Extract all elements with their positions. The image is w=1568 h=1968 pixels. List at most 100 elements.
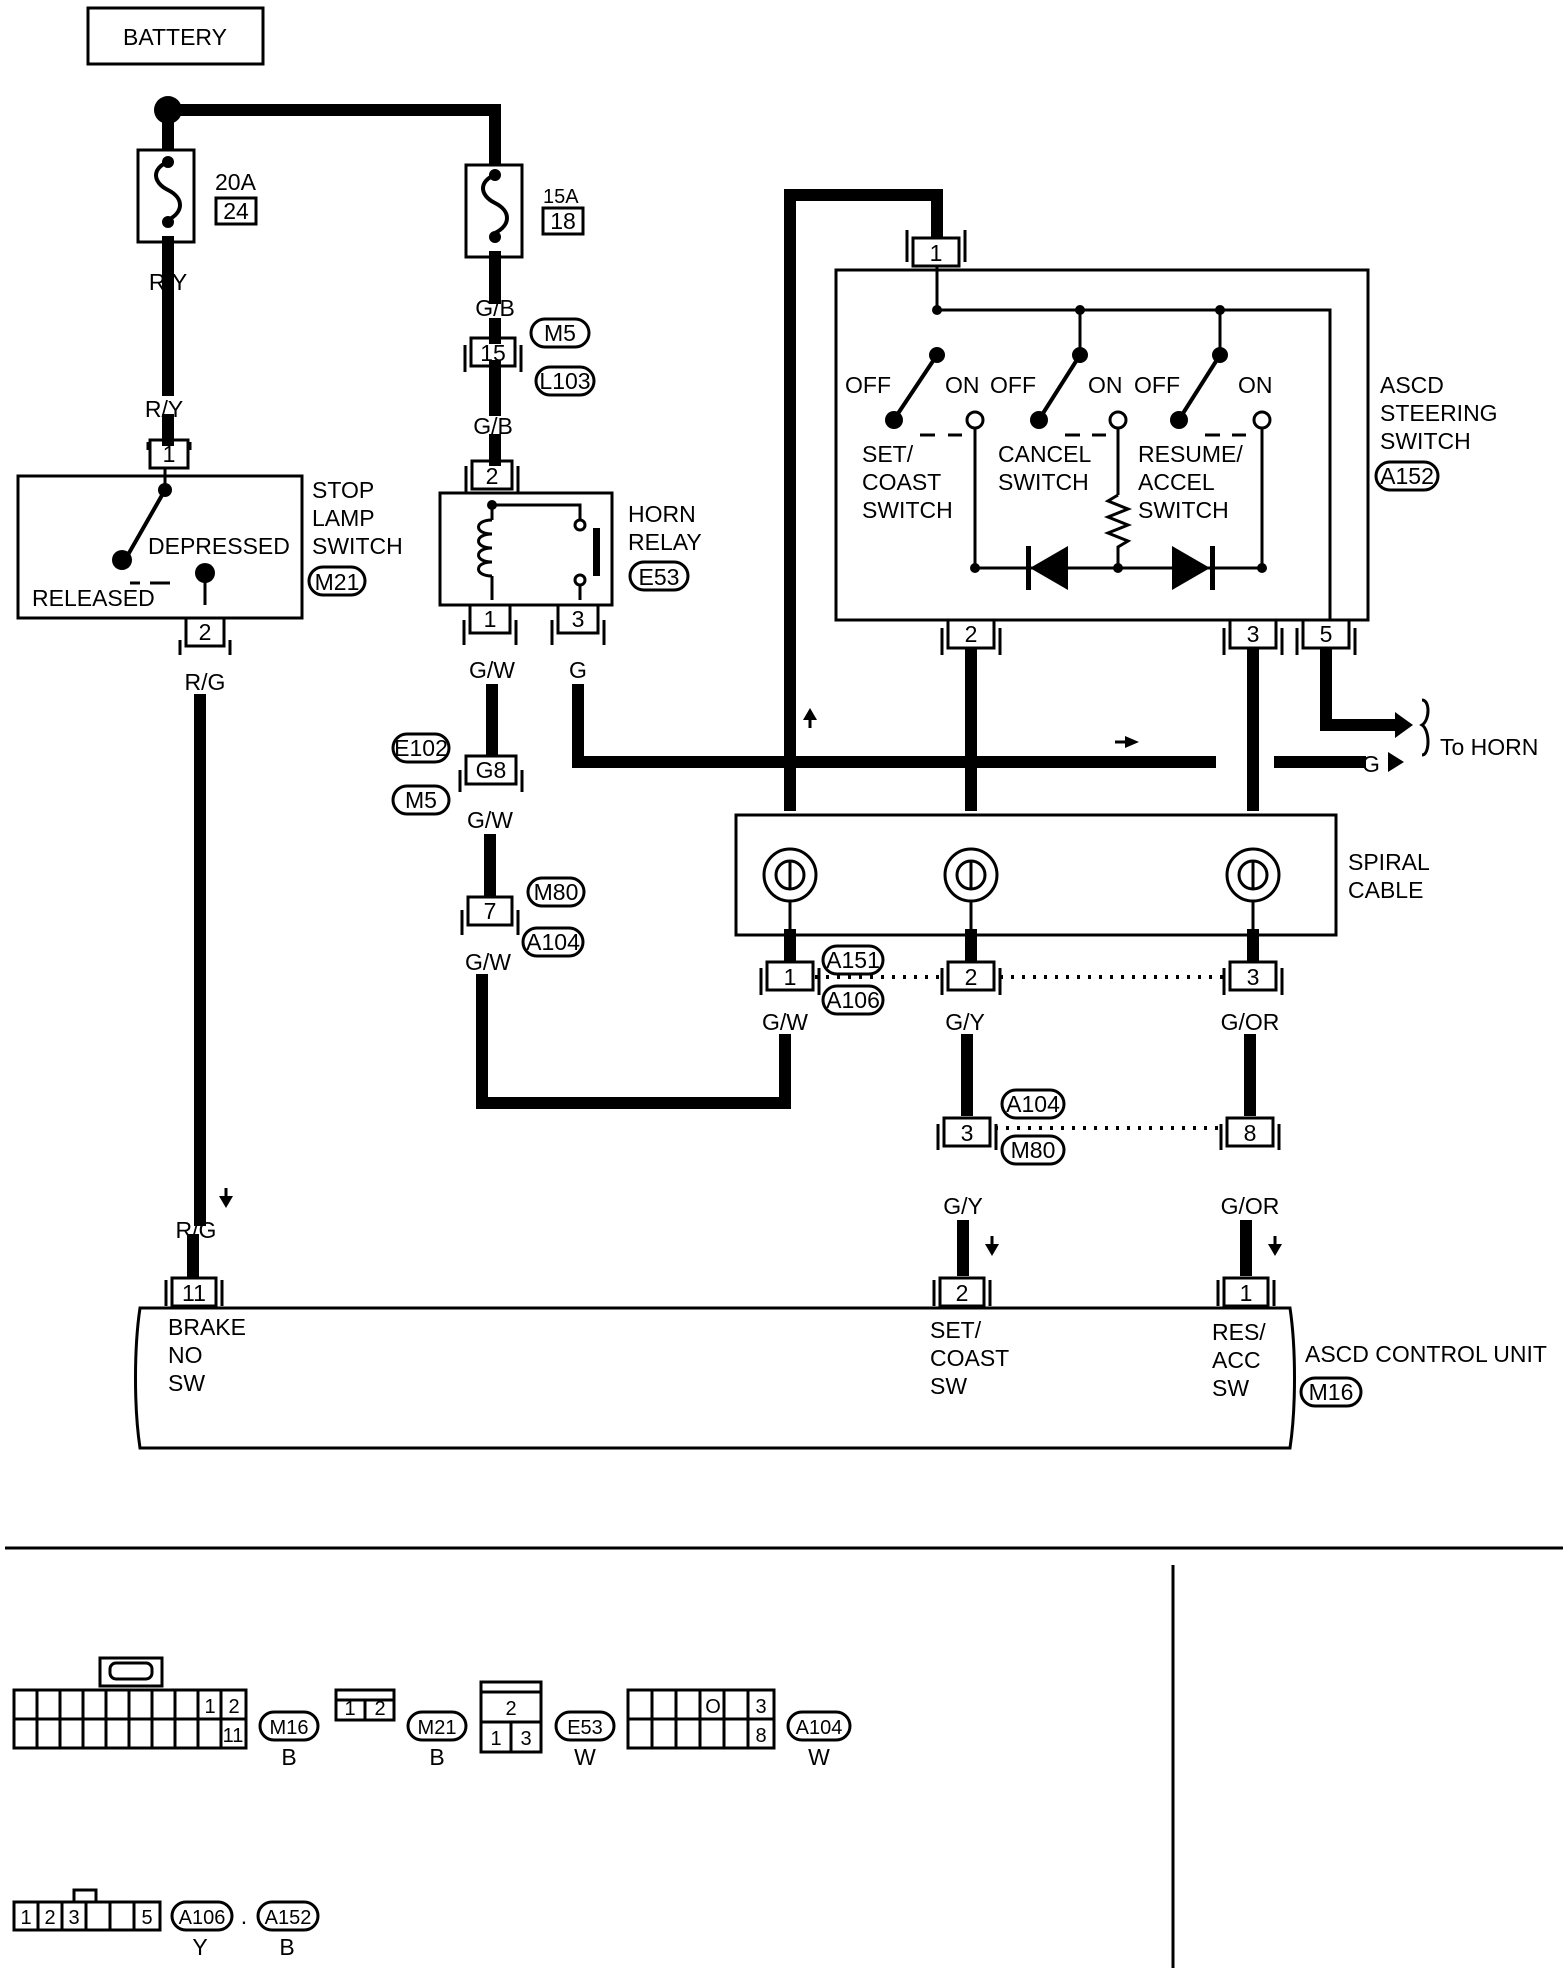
svg-text:A104: A104 [796, 1717, 843, 1739]
fuse-15a: 15A 18 [464, 163, 585, 259]
svg-text:SW: SW [168, 1370, 205, 1396]
svg-text:Y: Y [192, 1934, 207, 1960]
svg-text:OFF: OFF [845, 372, 891, 398]
svg-text:1: 1 [20, 1907, 31, 1929]
svg-text:O: O [705, 1696, 721, 1718]
pin-7: 7 [460, 895, 520, 935]
svg-text:2: 2 [228, 1696, 239, 1718]
legend-a106-a152: 1 2 3 5 A106 Y . A152 B [12, 1888, 320, 1960]
svg-text:M21: M21 [418, 1717, 457, 1739]
svg-text:G/W: G/W [762, 1009, 808, 1035]
pin-c11: 11 [164, 1276, 224, 1308]
svg-text:2: 2 [956, 1280, 969, 1306]
svg-text:R/Y: R/Y [149, 269, 187, 295]
svg-text:R/G: R/G [185, 669, 226, 695]
svg-text:1: 1 [1240, 1280, 1253, 1306]
pin-horn-1: 1 [462, 603, 518, 645]
svg-text:L103: L103 [539, 368, 590, 394]
svg-text:OFF: OFF [990, 372, 1036, 398]
svg-text:E53: E53 [639, 564, 680, 590]
pin-stop-1: 1 [146, 438, 192, 470]
svg-text:G/W: G/W [469, 657, 515, 683]
svg-text:A104: A104 [1006, 1091, 1060, 1117]
svg-text:BATTERY: BATTERY [123, 24, 227, 50]
svg-text:LAMP: LAMP [312, 505, 375, 531]
svg-text:1: 1 [784, 964, 797, 990]
pin-sw-5: 5 [1295, 618, 1357, 655]
pin-sp-1: 1 [759, 960, 821, 995]
wire-gw-return [476, 974, 791, 1109]
svg-text:1: 1 [930, 240, 943, 266]
svg-text:15A: 15A [543, 186, 579, 208]
svg-text:11: 11 [182, 1280, 206, 1306]
svg-text:COAST: COAST [930, 1345, 1009, 1371]
wire-to-horn [1320, 649, 1401, 731]
svg-text:E102: E102 [394, 735, 448, 761]
svg-text:G: G [569, 657, 587, 683]
pin-c1: 1 [1216, 1276, 1276, 1308]
svg-text:1: 1 [490, 1728, 501, 1750]
svg-text:2: 2 [44, 1907, 55, 1929]
pin-j8: 8 [1219, 1116, 1281, 1150]
svg-text:SWITCH: SWITCH [1380, 428, 1471, 454]
svg-text:3: 3 [1247, 621, 1260, 647]
svg-text:COAST: COAST [862, 469, 941, 495]
svg-text:G/W: G/W [467, 807, 513, 833]
battery: BATTERY [86, 6, 265, 66]
svg-text:A152: A152 [1380, 463, 1434, 489]
svg-text:M80: M80 [534, 879, 579, 905]
svg-text:A104: A104 [526, 929, 580, 955]
svg-text:1: 1 [344, 1698, 355, 1720]
svg-text:M5: M5 [405, 787, 437, 813]
conn-a104 [521, 926, 585, 958]
svg-text:NO: NO [168, 1342, 203, 1368]
spiral-cable: SPIRAL CABLE [734, 813, 1430, 937]
svg-text:7: 7 [484, 898, 497, 924]
svg-text:B: B [429, 1744, 444, 1770]
svg-text:ON: ON [1088, 372, 1123, 398]
svg-text:SPIRAL: SPIRAL [1348, 849, 1430, 875]
svg-text:SWITCH: SWITCH [862, 497, 953, 523]
svg-text:1: 1 [484, 606, 497, 632]
svg-text:BRAKE: BRAKE [168, 1314, 246, 1340]
legend-e53: 2 1 3 E53 W [479, 1680, 616, 1770]
svg-text:3: 3 [572, 606, 585, 632]
svg-text:To HORN: To HORN [1440, 734, 1538, 760]
svg-text:SET/: SET/ [862, 441, 914, 467]
stop-lamp-switch: DEPRESSED RELEASED STOP LAMP SWITCH M21 [16, 468, 403, 620]
conn-a106 [821, 984, 885, 1016]
conn-m80b [1000, 1134, 1066, 1166]
ascd-steering-switch: OFF ON OFF ON OFF ON SET/ COAST SWITCH C… [834, 266, 1498, 632]
svg-text:11: 11 [223, 1725, 244, 1747]
svg-text:SWITCH: SWITCH [998, 469, 1089, 495]
svg-text:20A: 20A [215, 169, 257, 195]
svg-text:ASCD CONTROL UNIT: ASCD CONTROL UNIT [1305, 1341, 1547, 1367]
svg-text:SWITCH: SWITCH [312, 533, 403, 559]
conn-l103 [534, 365, 596, 397]
conn-a104b [1000, 1088, 1066, 1120]
fuse-20a: 20A 24 [136, 148, 258, 244]
svg-text:M5: M5 [544, 320, 576, 346]
conn-m5b [391, 784, 451, 816]
svg-text:M16: M16 [270, 1717, 309, 1739]
svg-text:E53: E53 [567, 1717, 603, 1739]
pin-horn-2: 2 [464, 459, 520, 495]
conn-a151 [821, 944, 885, 976]
pin-sp-2: 2 [940, 960, 1002, 995]
svg-text:A151: A151 [826, 947, 880, 973]
legend-m16: 1 2 11 M16 B [12, 1656, 320, 1770]
svg-text:CANCEL: CANCEL [998, 441, 1092, 467]
svg-text:G/Y: G/Y [945, 1009, 985, 1035]
svg-text:CABLE: CABLE [1348, 877, 1423, 903]
svg-text:2: 2 [505, 1698, 516, 1720]
svg-text:G/OR: G/OR [1221, 1009, 1280, 1035]
horn-relay: HORN RELAY E53 [438, 491, 702, 607]
svg-text:DEPRESSED: DEPRESSED [148, 533, 290, 559]
svg-text:A152: A152 [265, 1907, 312, 1929]
svg-text:ON: ON [945, 372, 980, 398]
legend-m21: 1 2 M21 B [334, 1688, 468, 1770]
svg-text:W: W [574, 1744, 596, 1770]
svg-text:18: 18 [550, 208, 576, 234]
svg-text:SET/: SET/ [930, 1317, 982, 1343]
